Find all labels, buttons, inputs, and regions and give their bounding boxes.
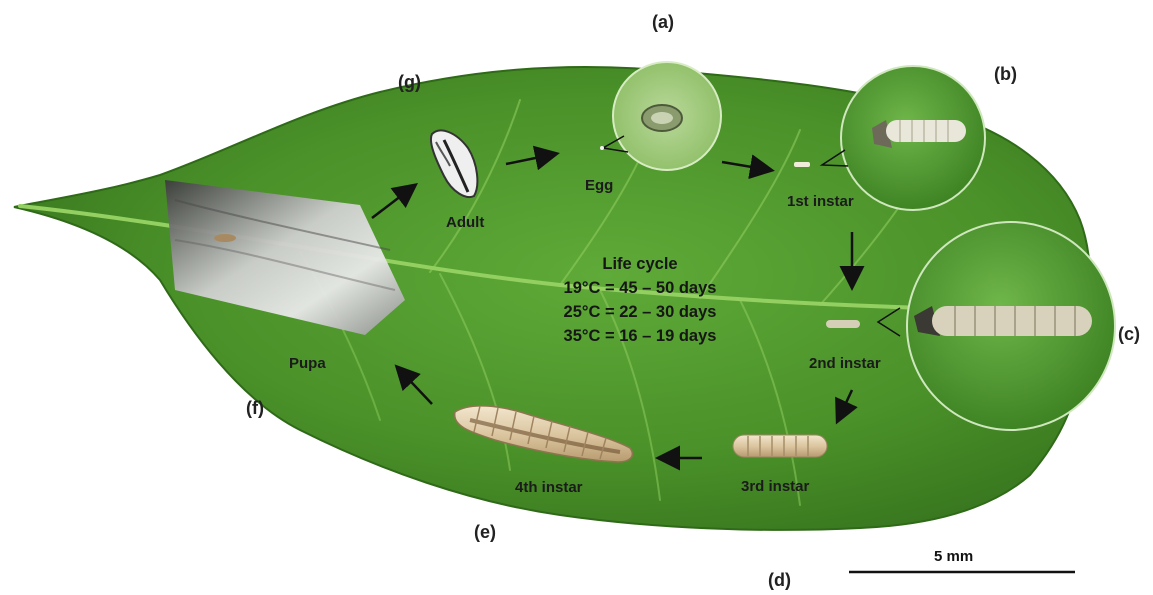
third-instar-larva <box>733 435 827 457</box>
stage-label-second-instar: 2nd instar <box>809 355 881 372</box>
panel-label-c: (c) <box>1118 324 1140 345</box>
life-cycle-duration-19c: 19°C = 45 – 50 days <box>530 276 750 300</box>
stage-label-egg: Egg <box>585 177 613 194</box>
panel-label-g: (g) <box>398 72 421 93</box>
panel-label-d: (d) <box>768 570 791 591</box>
panel-label-f: (f) <box>246 398 264 419</box>
stage-label-first-instar: 1st instar <box>787 193 854 210</box>
panel-label-e: (e) <box>474 522 496 543</box>
stage-label-fourth-instar: 4th instar <box>515 479 583 496</box>
life-cycle-duration-25c: 25°C = 22 – 30 days <box>530 300 750 324</box>
panel-label-a: (a) <box>652 12 674 33</box>
life-cycle-summary: Life cycle 19°C = 45 – 50 days 25°C = 22… <box>530 252 750 348</box>
scale-bar-label: 5 mm <box>934 548 973 565</box>
panel-label-b: (b) <box>994 64 1017 85</box>
stage-label-third-instar: 3rd instar <box>741 478 809 495</box>
life-cycle-duration-35c: 35°C = 16 – 19 days <box>530 324 750 348</box>
stage-label-pupa: Pupa <box>289 355 326 372</box>
life-cycle-title: Life cycle <box>530 252 750 276</box>
stage-label-adult: Adult <box>446 214 484 231</box>
